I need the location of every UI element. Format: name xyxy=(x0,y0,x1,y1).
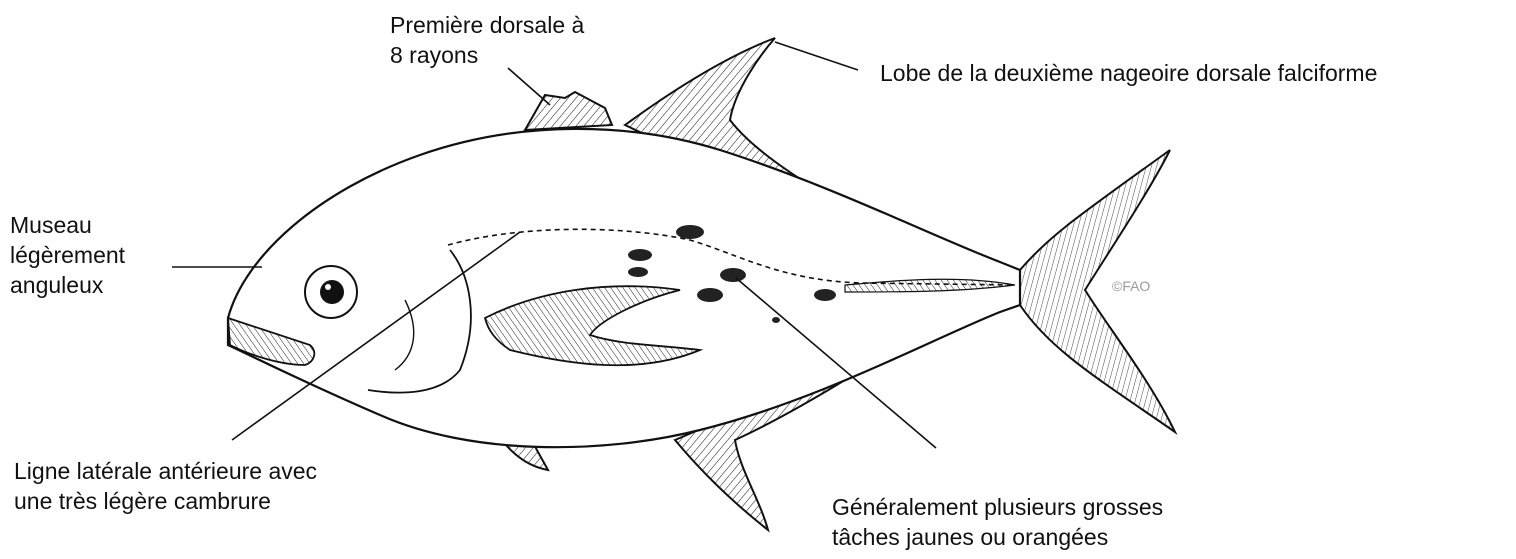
spot xyxy=(628,249,652,261)
label-first-dorsal: Première dorsale à 8 rayons xyxy=(390,10,584,70)
fao-credit: ©FAO xyxy=(1112,278,1150,294)
eye-highlight xyxy=(325,284,331,290)
caudal-fin xyxy=(1020,150,1175,432)
label-snout: Museau légèrement anguleux xyxy=(10,210,125,300)
label-spots: Généralement plusieurs grosses tâches ja… xyxy=(832,492,1163,552)
leader-line-first-dorsal xyxy=(508,68,550,105)
spot xyxy=(814,289,836,301)
leader-line-second-dorsal xyxy=(775,42,858,70)
spot xyxy=(720,268,746,282)
label-second-dorsal-lobe: Lobe de la deuxième nageoire dorsale fal… xyxy=(880,58,1377,88)
spot xyxy=(772,317,780,323)
spot xyxy=(628,267,648,277)
eye-pupil xyxy=(320,280,344,304)
first-dorsal-fin xyxy=(525,92,612,130)
label-lateral-line: Ligne latérale antérieure avec une très … xyxy=(14,456,317,516)
spot xyxy=(697,288,723,302)
spot xyxy=(676,225,704,239)
